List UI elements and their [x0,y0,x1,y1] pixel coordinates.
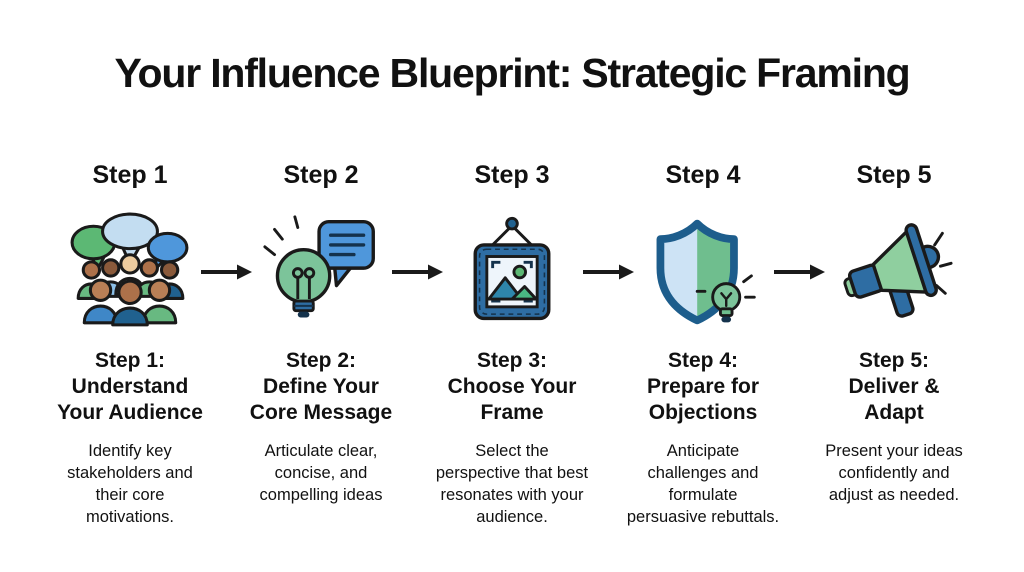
megaphone-icon [834,204,954,340]
step-4-title: Step 4: Prepare for Objections [646,349,760,424]
step-3-description: Select the perspective that best resonat… [435,442,589,526]
arrow-icon [582,160,634,280]
step-4-description: Anticipate challenges and formulate pers… [626,442,780,526]
step-column-3: Step 3 [436,160,588,528]
lightbulb-message-icon [261,204,381,340]
step-1-description: Identify key stakeholders and their core… [67,442,193,526]
step-3-header: Step 3 [474,161,550,189]
step-4-header: Step 4 [665,161,741,189]
arrow-icon [773,160,825,280]
shield-lightbulb-icon [643,204,763,340]
steps-row: Step 1 [55,160,969,528]
step-1-header: Step 1 [92,161,168,189]
arrow-icon [391,160,443,280]
step-5-header: Step 5 [856,161,932,189]
picture-frame-icon [452,204,572,340]
step-1-title: Step 1: Understand Your Audience [57,349,203,424]
step-2-title: Step 2: Define Your Core Message [249,349,393,424]
step-3-title: Step 3: Choose Your Frame [447,349,577,424]
step-2-header: Step 2 [283,161,359,189]
step-2-description: Articulate clear, concise, and compellin… [259,442,383,504]
page-title: Your Influence Blueprint: Strategic Fram… [114,50,910,96]
crowd-speech-bubbles-icon [67,204,193,340]
step-column-4: Step 4 Step 4: Prepare f [627,160,779,528]
step-5-description: Present your ideas confidently and adjus… [825,442,963,504]
step-column-1: Step 1 [55,160,205,528]
step-5-title: Step 5: Deliver & Adapt [848,349,940,424]
step-column-2: Step 2 [246,160,396,506]
arrow-icon [200,160,252,280]
step-column-5: Step 5 [819,160,969,506]
